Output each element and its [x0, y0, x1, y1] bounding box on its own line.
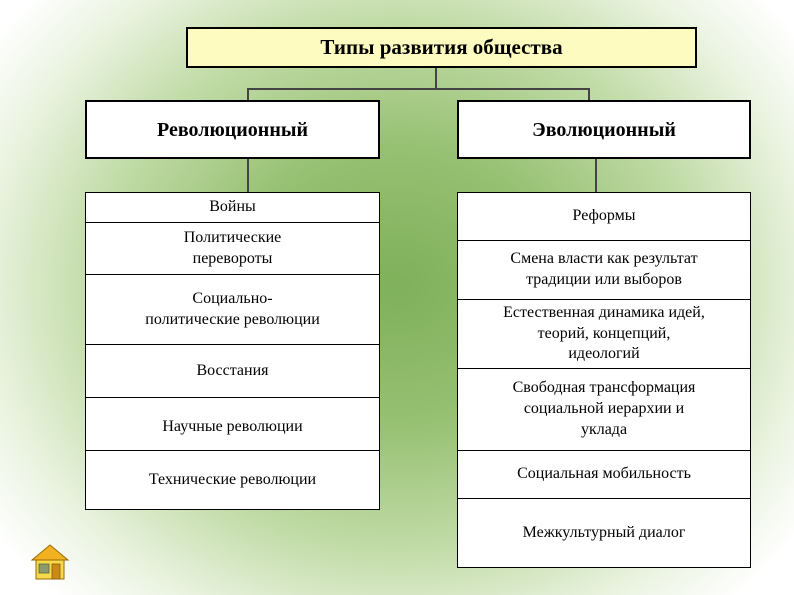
revolutionary-item-coups: Политические перевороты: [85, 222, 380, 275]
item-text: Смена власти как результат традиции или …: [510, 250, 698, 288]
item-text: Социальная мобильность: [517, 465, 691, 483]
item-text: Естественная динамика идей, теорий, конц…: [503, 303, 705, 363]
connector-to-evolutionary: [588, 88, 590, 100]
item-text: Войны: [209, 198, 256, 216]
evolutionary-item-ideas-dynamics: Естественная динамика идей, теорий, конц…: [457, 299, 751, 369]
evolutionary-header-text: Эволюционный: [532, 118, 676, 141]
item-text: Политические перевороты: [183, 228, 282, 267]
connector-evolutionary-list: [595, 158, 597, 192]
evolutionary-item-power-change: Смена власти как результат традиции или …: [457, 240, 751, 300]
item-text: Восстания: [196, 361, 269, 379]
connector-horizontal: [247, 88, 590, 90]
evolutionary-header: Эволюционный: [457, 100, 751, 159]
home-icon[interactable]: [30, 542, 70, 582]
revolutionary-item-uprisings: Восстания: [85, 344, 380, 398]
revolutionary-header-text: Революционный: [157, 118, 308, 141]
revolutionary-item-sociopolitical: Социально- политические революции: [85, 274, 380, 345]
item-text: Свободная трансформация социальной иерар…: [512, 379, 696, 438]
diagram-title: Типы развития общества: [186, 27, 697, 68]
item-text: Межкультурный диалог: [522, 523, 686, 541]
item-text: Технические революции: [148, 470, 317, 488]
item-text: Научные революции: [162, 417, 303, 435]
connector-revolutionary-list: [247, 158, 249, 192]
diagram-title-text: Типы развития общества: [320, 34, 563, 59]
evolutionary-item-hierarchy-transformation: Свободная трансформация социальной иерар…: [457, 368, 751, 451]
connector-to-revolutionary: [247, 88, 249, 100]
item-text: Социально- политические революции: [145, 289, 320, 328]
evolutionary-item-reforms: Реформы: [457, 192, 751, 241]
item-text: Реформы: [572, 207, 636, 225]
revolutionary-item-wars: Войны: [85, 192, 380, 223]
connector-title-down: [435, 68, 437, 89]
revolutionary-header: Революционный: [85, 100, 380, 159]
revolutionary-item-scientific: Научные революции: [85, 397, 380, 451]
evolutionary-item-social-mobility: Социальная мобильность: [457, 450, 751, 499]
evolutionary-item-intercultural-dialogue: Межкультурный диалог: [457, 498, 751, 568]
revolutionary-item-technical: Технические революции: [85, 450, 380, 510]
